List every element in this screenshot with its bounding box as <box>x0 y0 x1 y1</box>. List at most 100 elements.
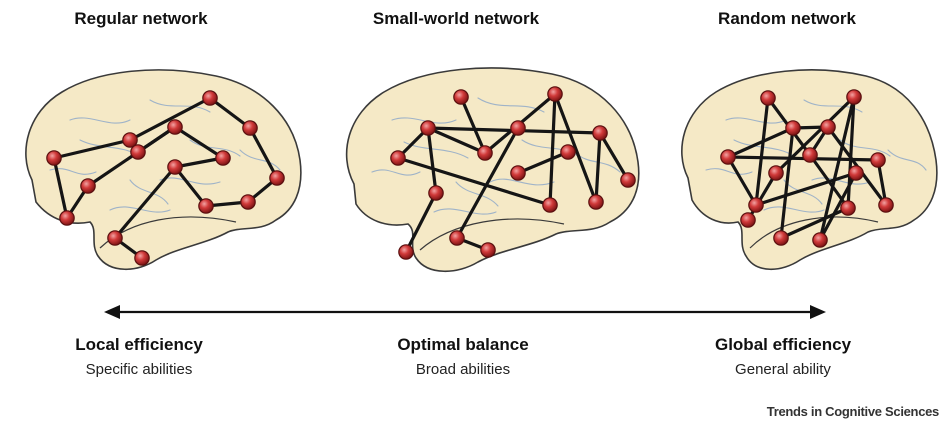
network-node <box>215 150 231 166</box>
gyrus-line <box>391 117 457 124</box>
label-global-efficiency: Global efficiency <box>714 335 852 354</box>
network-edge <box>774 95 856 175</box>
network-edge <box>396 156 552 207</box>
gyrus-line <box>455 181 499 207</box>
network-node <box>748 197 764 213</box>
network-edge <box>746 171 778 222</box>
gyrus-line <box>69 117 131 124</box>
network-node <box>134 250 150 266</box>
network-edge <box>726 126 795 159</box>
network-node <box>773 230 789 246</box>
gyrus-line <box>129 179 169 205</box>
journal-credit: Trends in Cognitive Sciences <box>766 404 940 419</box>
network-edge <box>248 126 279 180</box>
network-edge <box>404 191 438 254</box>
network-edge <box>846 95 856 210</box>
network-node <box>840 200 856 216</box>
gyrus-line <box>887 149 927 171</box>
network-node <box>592 125 608 141</box>
network-node <box>720 149 736 165</box>
network-node <box>46 150 62 166</box>
network-edge <box>779 126 795 240</box>
network-edge <box>459 95 487 155</box>
temporal-fold <box>749 216 879 249</box>
network-node <box>107 230 123 246</box>
network-node <box>820 119 836 135</box>
network-node <box>542 197 558 213</box>
network-node <box>167 119 183 135</box>
network-node <box>510 120 526 136</box>
network-node <box>398 244 414 260</box>
network-edge <box>426 126 438 195</box>
network-node <box>80 178 96 194</box>
gyrus-line <box>149 99 211 113</box>
temporal-fold <box>419 218 565 251</box>
network-node <box>785 120 801 136</box>
network-edge <box>594 131 602 204</box>
network-node <box>740 212 756 228</box>
brain-regular-network <box>25 69 302 270</box>
network-node <box>848 165 864 181</box>
gyrus-line <box>433 208 497 215</box>
network-edge <box>173 165 208 208</box>
network-edge <box>113 165 177 240</box>
network-node <box>130 144 146 160</box>
brain-random-network <box>681 69 938 270</box>
gyrus-line <box>811 177 871 185</box>
label-general-ability: General ability <box>735 361 831 378</box>
label-specific-abilities: Specific abilities <box>85 361 193 378</box>
gyrus-line <box>725 117 787 124</box>
network-node <box>560 144 576 160</box>
arrow-head-left <box>104 305 120 319</box>
network-node <box>510 165 526 181</box>
gyrus-line <box>803 99 863 113</box>
network-edge <box>52 156 69 220</box>
network-node <box>480 242 496 258</box>
network-node <box>240 194 256 210</box>
network-node <box>428 185 444 201</box>
network-edge <box>548 92 557 207</box>
network-node <box>122 132 138 148</box>
brain-silhouette <box>345 67 640 272</box>
network-edge <box>818 171 858 242</box>
network-node <box>870 152 886 168</box>
network-node <box>390 150 406 166</box>
network-node <box>449 230 465 246</box>
network-edge <box>455 126 520 240</box>
network-edge <box>52 138 132 160</box>
panel-title-regular: Regular network <box>74 9 208 28</box>
gyrus-line <box>49 168 97 175</box>
network-edge <box>128 96 212 142</box>
panel-title-random: Random network <box>718 9 856 28</box>
network-node <box>477 145 493 161</box>
network-node <box>547 86 563 102</box>
network-edge <box>553 92 598 204</box>
network-edge <box>173 125 225 160</box>
label-optimal-balance: Optimal balance <box>397 335 529 354</box>
network-edge <box>779 206 850 240</box>
network-node <box>812 232 828 248</box>
network-node <box>167 159 183 175</box>
efficiency-arrow <box>104 305 826 319</box>
network-node <box>420 120 436 136</box>
label-local-efficiency: Local efficiency <box>75 335 203 354</box>
gyrus-line <box>489 178 555 186</box>
network-node <box>846 89 862 105</box>
panel-title-small-world: Small-world network <box>372 9 540 28</box>
network-edge <box>173 156 225 169</box>
brain-small-world-network <box>345 67 640 272</box>
network-node <box>760 90 776 106</box>
network-node <box>453 89 469 105</box>
network-node <box>768 165 784 181</box>
network-node <box>802 147 818 163</box>
network-edge <box>516 150 570 175</box>
network-edge <box>598 131 630 182</box>
network-node <box>269 170 285 186</box>
network-node <box>242 120 258 136</box>
network-node <box>59 210 75 226</box>
network-node <box>588 194 604 210</box>
network-node <box>878 197 894 213</box>
gyrus-line <box>763 206 825 213</box>
network-edge <box>754 96 770 207</box>
arrow-head-right <box>810 305 826 319</box>
